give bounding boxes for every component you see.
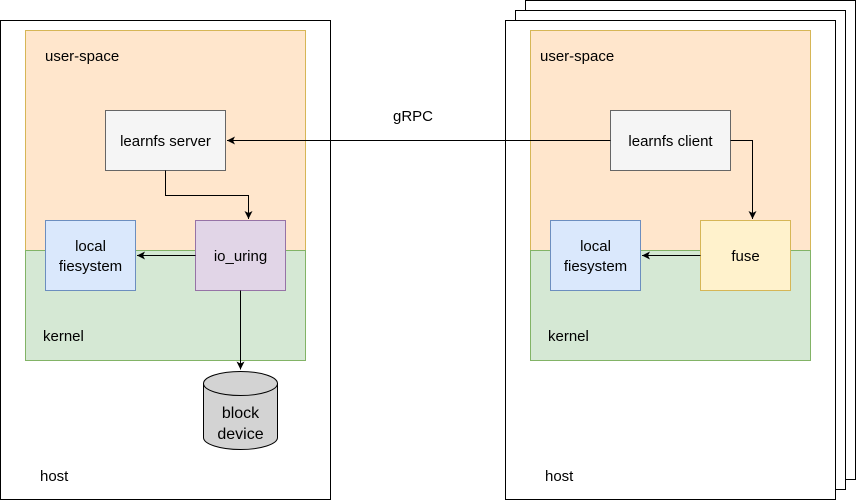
io-uring-box: io_uring (195, 220, 286, 291)
client-to-fuse-arrow (730, 140, 757, 219)
learnfs-client-box: learnfs client (610, 110, 731, 171)
learnfs-server-box: learnfs server (105, 110, 226, 171)
left-local-filesystem-box: local fiesystem (45, 220, 136, 291)
server-to-io-uring-arrow (165, 170, 253, 219)
block-device-label-line1: block (222, 405, 260, 422)
right-local-filesystem-box: local fiesystem (550, 220, 641, 291)
block-device-label-line2: device (217, 426, 263, 443)
right-host-label: host (545, 468, 574, 485)
io-uring-label: io_uring (214, 248, 267, 265)
right-kernel-label: kernel (548, 328, 589, 345)
right-user-space-label: user-space (540, 48, 614, 65)
learnfs-client-label: learnfs client (628, 133, 713, 150)
left-user-space-label: user-space (45, 48, 119, 65)
right-local-fs-label-line2: fiesystem (564, 258, 627, 275)
right-local-fs-label-line1: local (580, 238, 611, 255)
fuse-box: fuse (700, 220, 791, 291)
grpc-label: gRPC (393, 108, 433, 125)
left-host-label: host (40, 468, 69, 485)
learnfs-server-label: learnfs server (120, 133, 211, 150)
fuse-label: fuse (731, 248, 759, 265)
right-host-stack: user-space kernel host learnfs client lo… (505, 0, 856, 500)
left-local-fs-label-line2: fiesystem (59, 258, 122, 275)
left-local-fs-label-line1: local (75, 238, 106, 255)
left-host: user-space kernel host learnfs server lo… (0, 20, 331, 500)
left-kernel-label: kernel (43, 328, 84, 345)
block-device-cylinder: block device (203, 371, 278, 450)
